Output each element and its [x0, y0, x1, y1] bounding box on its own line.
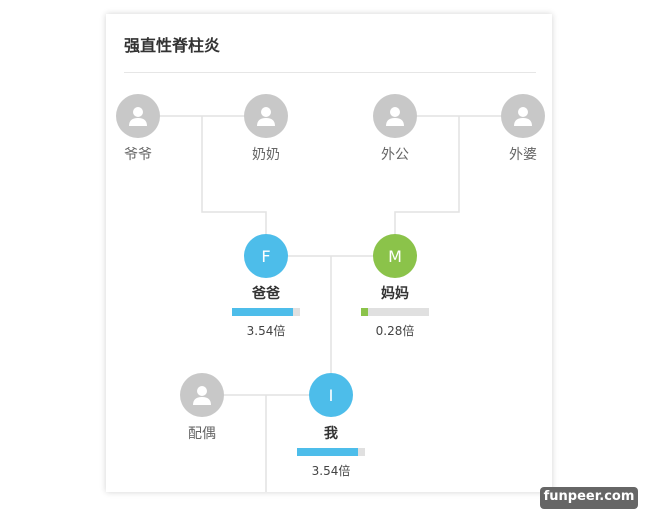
watermark: funpeer.com	[540, 487, 638, 509]
grandfather-maternal-label: 外公	[381, 147, 409, 163]
grandmother-maternal-avatar[interactable]	[501, 94, 545, 138]
grandmother-paternal-label: 奶奶	[252, 147, 280, 163]
father-risk-bar	[232, 308, 300, 316]
me-name: 我	[324, 426, 338, 442]
connector-maternal	[394, 115, 523, 234]
mother-risk-fill	[361, 308, 369, 316]
mother-name: 妈妈	[381, 286, 409, 302]
person-icon	[129, 107, 147, 126]
connector-paternal	[138, 115, 267, 234]
me-risk-value: 3.54倍	[311, 464, 351, 478]
me-risk-bar	[297, 448, 365, 456]
father-risk-value: 3.54倍	[246, 324, 286, 338]
mother-avatar[interactable]: M	[373, 234, 417, 278]
grandmother-paternal-avatar[interactable]	[244, 94, 288, 138]
person-icon	[514, 107, 532, 126]
me-avatar[interactable]: I	[309, 373, 353, 417]
person-icon	[193, 386, 211, 405]
page-title: 强直性脊柱炎	[124, 36, 221, 55]
grandfather-paternal-label: 爷爷	[124, 147, 152, 163]
divider	[124, 72, 536, 73]
mother-risk-bar	[361, 308, 429, 316]
mother-risk-value: 0.28倍	[375, 324, 415, 338]
me-risk-fill	[297, 448, 359, 456]
spouse-avatar[interactable]	[180, 373, 224, 417]
grandfather-maternal-avatar[interactable]	[373, 94, 417, 138]
grandmother-maternal-label: 外婆	[509, 147, 537, 163]
spouse-label: 配偶	[188, 426, 216, 442]
person-icon	[386, 107, 404, 126]
father-avatar[interactable]: F	[244, 234, 288, 278]
father-risk-fill	[232, 308, 294, 316]
grandfather-paternal-avatar[interactable]	[116, 94, 160, 138]
person-icon	[257, 107, 275, 126]
father-name: 爸爸	[252, 286, 280, 302]
